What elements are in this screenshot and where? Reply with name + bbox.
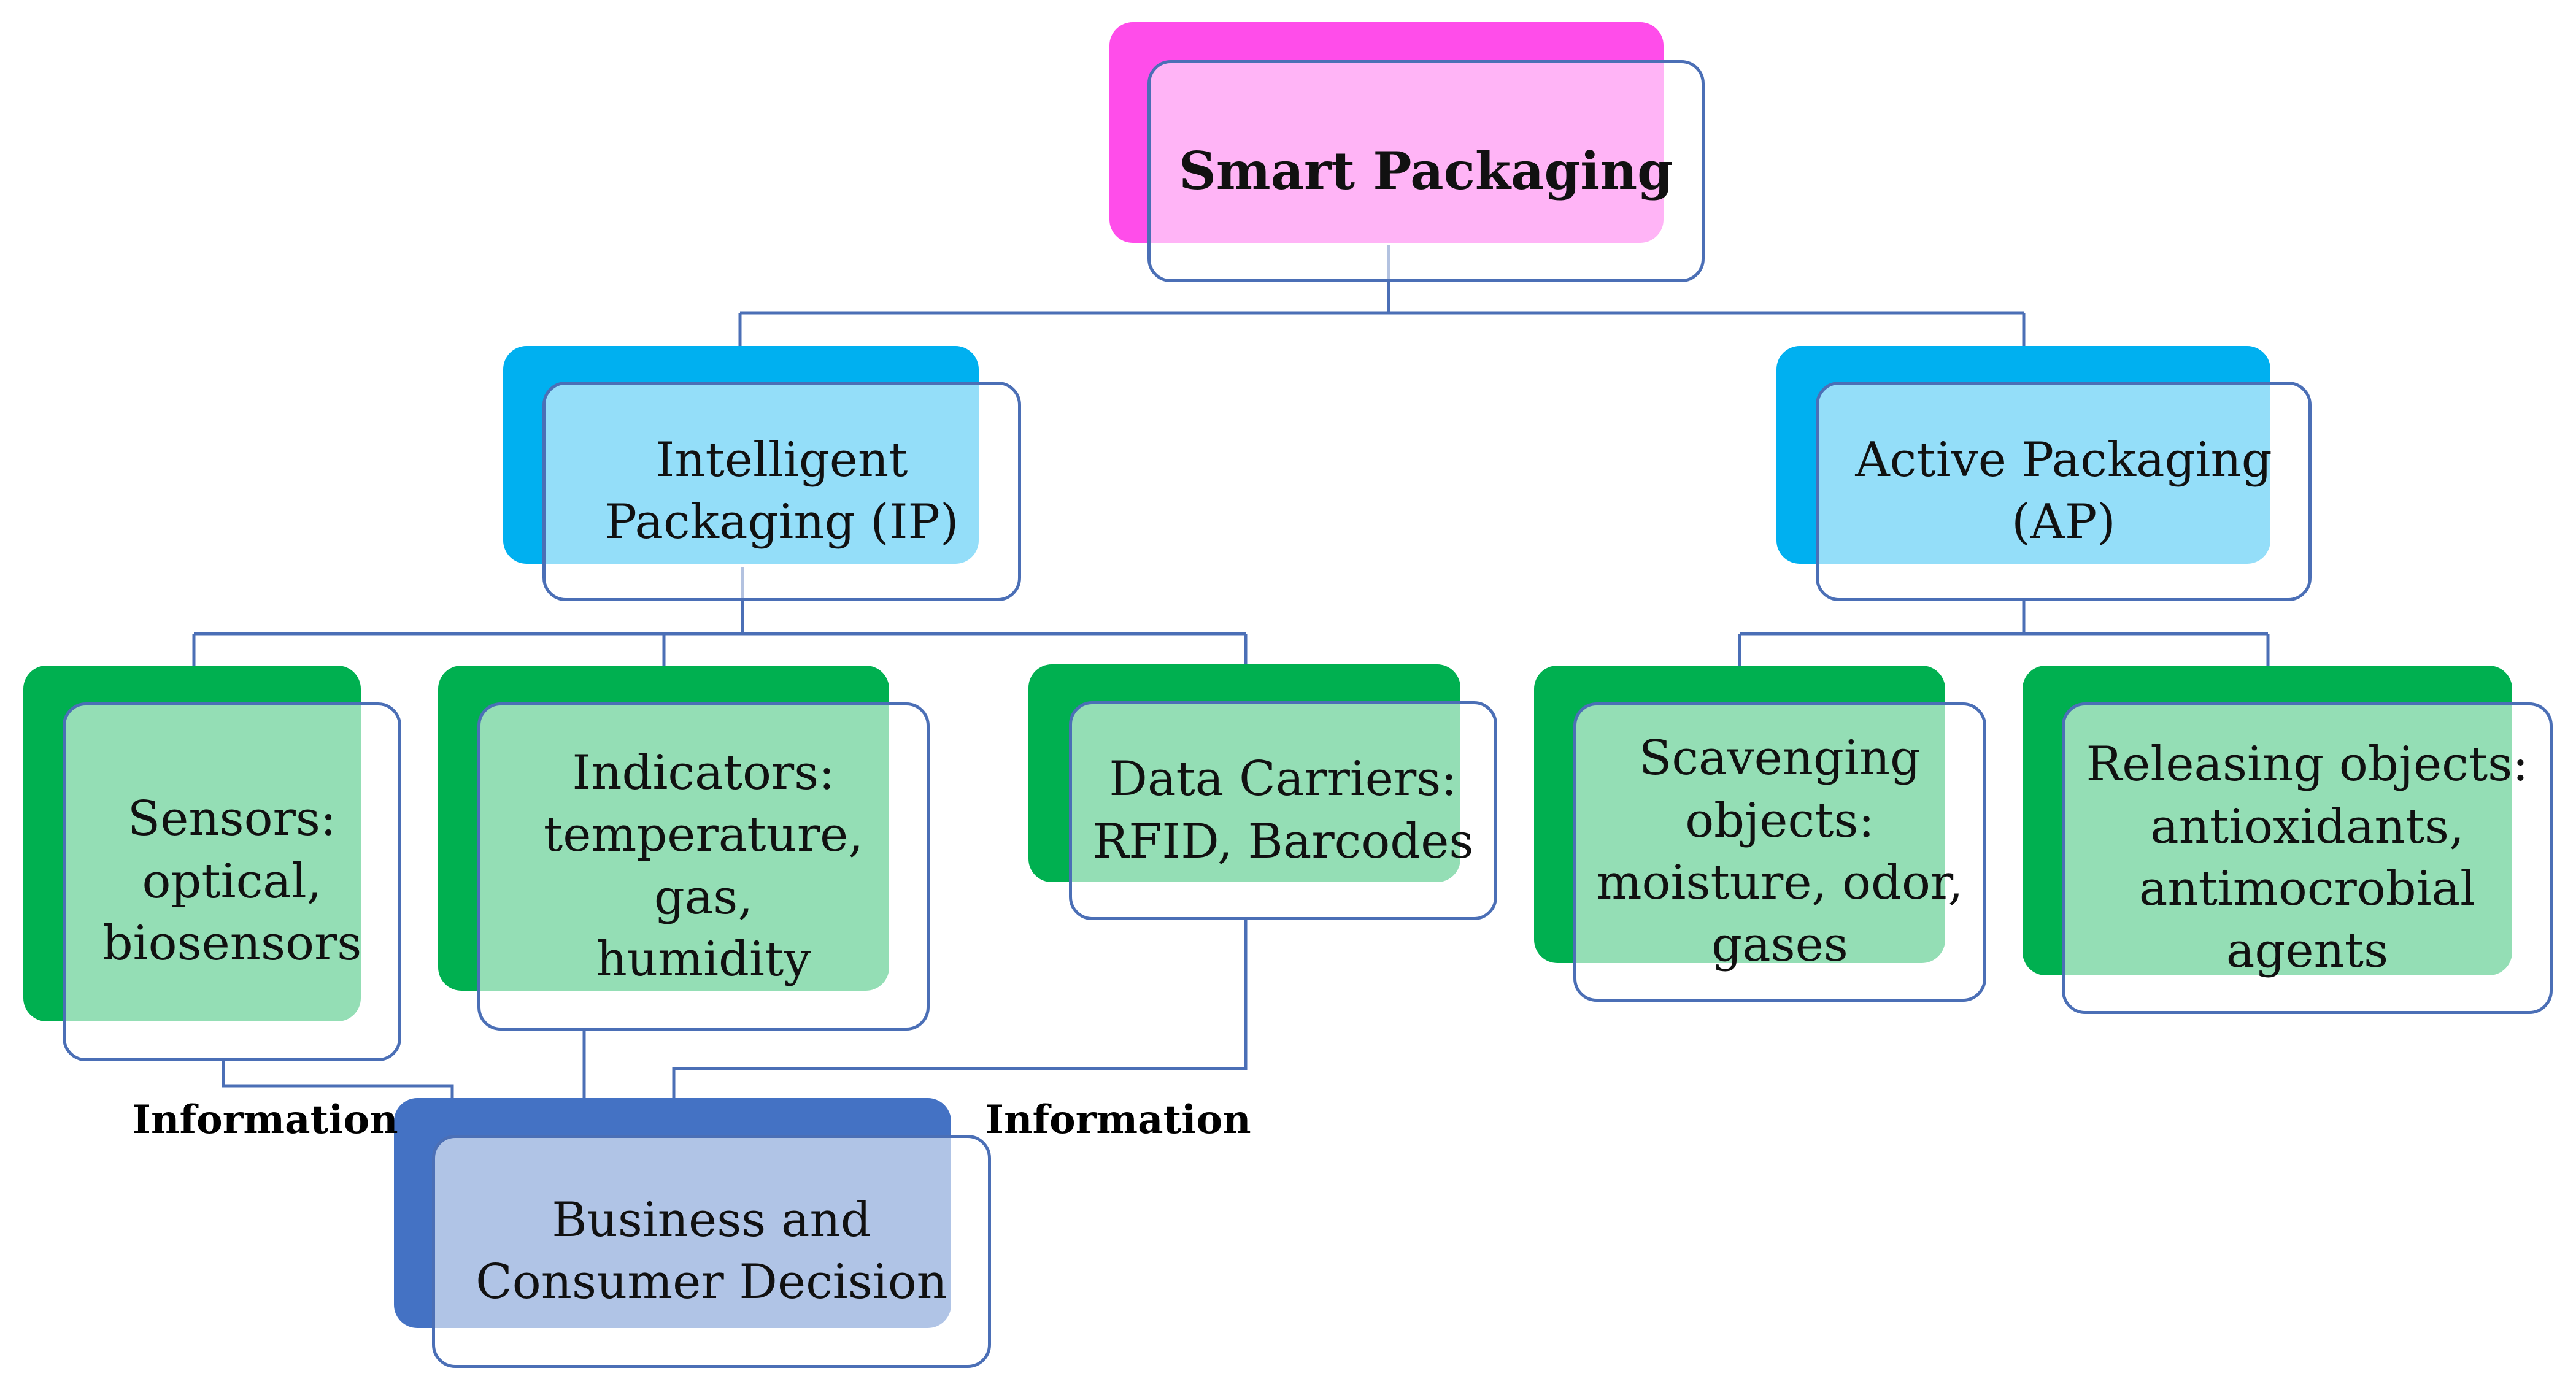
connector-carriers-to-decision: [672, 920, 1248, 1104]
node-sensors-line-1: Sensors:: [127, 791, 337, 847]
node-releasing-objects-line-4: agents: [2226, 923, 2389, 979]
node-releasing-objects-line-3: antimocrobial: [2138, 861, 2476, 916]
node-business-consumer-decision-card: Business and Consumer Decision: [432, 1135, 991, 1368]
node-intelligent-packaging-line-2: Packaging (IP): [604, 494, 959, 550]
node-scavenging-objects-line-4: gases: [1711, 917, 1848, 973]
node-smart-packaging-card: Smart Packaging: [1147, 60, 1705, 282]
node-data-carriers-card: Data Carriers: RFID, Barcodes: [1069, 701, 1497, 920]
node-indicators-line-1: Indicators:: [572, 745, 835, 801]
node-scavenging-objects-line-1: Scavenging: [1638, 731, 1921, 786]
node-active-packaging-line-1: Active Packaging: [1855, 432, 2272, 488]
node-intelligent-packaging-card: Intelligent Packaging (IP): [542, 382, 1021, 601]
node-releasing-objects-line-2: antioxidants,: [2150, 799, 2464, 855]
node-releasing-objects-card: Releasing objects: antioxidants, antimoc…: [2062, 702, 2553, 1014]
node-active-packaging-card: Active Packaging (AP): [1816, 382, 2312, 601]
node-scavenging-objects-line-3: moisture, odor,: [1596, 855, 1964, 910]
node-data-carriers-line-2: RFID, Barcodes: [1092, 813, 1474, 869]
node-indicators-line-2: temperature, gas,: [543, 807, 864, 925]
information-label-right: Information: [985, 1097, 1251, 1143]
connector-sensors-to-decision: [222, 1061, 454, 1104]
node-sensors-line-3: biosensors: [102, 916, 362, 972]
node-releasing-objects-line-1: Releasing objects:: [2086, 737, 2529, 793]
node-intelligent-packaging-line-1: Intelligent: [655, 432, 908, 488]
node-scavenging-objects-card: Scavenging objects: moisture, odor, gase…: [1573, 702, 1986, 1002]
node-indicators-card: Indicators: temperature, gas, humidity: [477, 702, 930, 1031]
node-business-consumer-decision-line-1: Business and: [552, 1192, 871, 1248]
node-active-packaging-line-2: (AP): [2011, 494, 2116, 550]
information-label-left: Information: [133, 1097, 398, 1143]
node-indicators-line-3: humidity: [596, 931, 811, 987]
node-data-carriers-line-1: Data Carriers:: [1109, 751, 1457, 807]
node-scavenging-objects-line-2: objects:: [1685, 793, 1875, 848]
node-smart-packaging-line-1: Smart Packaging: [1179, 140, 1673, 202]
node-sensors-card: Sensors: optical, biosensors: [63, 702, 401, 1061]
node-business-consumer-decision-line-2: Consumer Decision: [476, 1254, 947, 1310]
node-sensors-line-2: optical,: [142, 853, 322, 909]
